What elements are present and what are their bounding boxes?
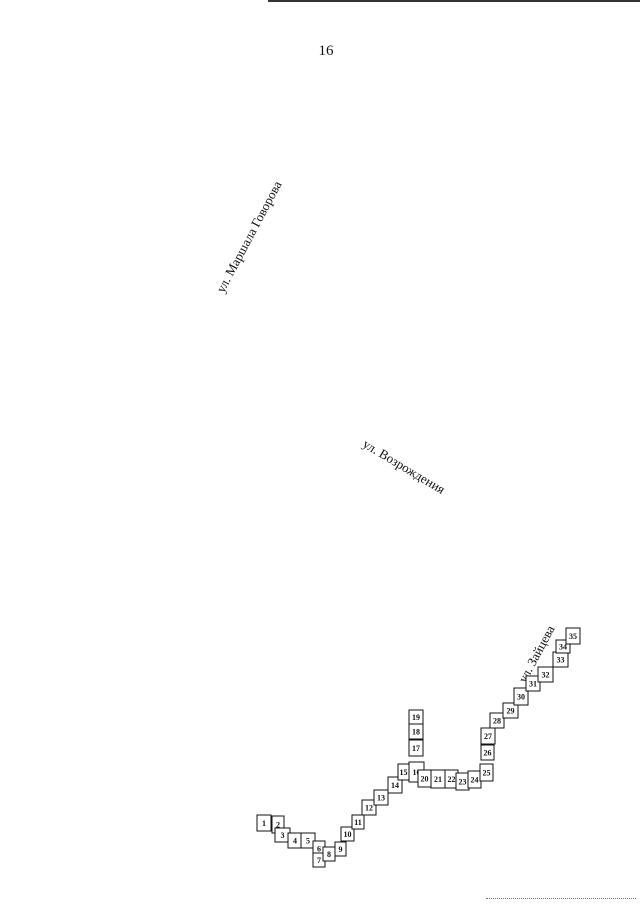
site-box: [361, 799, 377, 816]
site-19: 19: [408, 709, 424, 725]
site-29: 29: [502, 702, 519, 719]
site-box: [480, 727, 496, 745]
site-25: 25: [479, 763, 494, 782]
site-box: [480, 744, 495, 761]
site-number: 1: [262, 819, 266, 828]
scan-noise: [486, 898, 636, 903]
site-23: 23: [455, 772, 470, 791]
site-number: 22: [448, 775, 456, 784]
site-number: 6: [317, 845, 321, 854]
site-number: 4: [293, 837, 297, 846]
site-20: 20: [417, 769, 432, 788]
site-number: 14: [391, 781, 399, 790]
site-number: 16: [413, 768, 421, 777]
site-21: 21: [430, 769, 446, 789]
site-12: 12: [361, 799, 377, 816]
site-number: 8: [327, 850, 331, 859]
site-number: 5: [306, 837, 310, 846]
site-18: 18: [408, 723, 424, 740]
site-number: 18: [412, 728, 420, 737]
scan-edge-line: [268, 0, 640, 2]
site-number: 17: [412, 744, 420, 753]
site-number: 9: [339, 845, 343, 854]
site-17: 17: [408, 739, 424, 757]
site-4: 4: [287, 832, 303, 849]
site-box: [489, 712, 505, 729]
site-box: [256, 814, 272, 832]
site-10: 10: [340, 826, 355, 842]
site-22: 22: [444, 769, 459, 789]
site-31: 31: [525, 675, 541, 692]
site-35: 35: [565, 627, 581, 645]
site-number: 33: [557, 656, 565, 665]
site-number: 28: [493, 717, 501, 726]
site-13: 13: [373, 789, 389, 806]
site-number: 13: [377, 794, 385, 803]
site-1: 1: [256, 814, 272, 832]
site-box: [537, 666, 554, 683]
site-box: [351, 814, 365, 830]
site-box: [525, 675, 541, 692]
site-number: 10: [344, 830, 352, 839]
site-3: 3: [274, 827, 291, 843]
site-number: 20: [421, 775, 429, 784]
site-box: [502, 702, 519, 719]
site-box: [334, 841, 347, 857]
site-number: 29: [507, 707, 515, 716]
site-32: 32: [537, 666, 554, 683]
site-box: [373, 789, 389, 806]
site-14: 14: [387, 776, 403, 794]
site-number: 19: [412, 713, 420, 722]
site-9: 9: [334, 841, 347, 857]
site-number: 7: [317, 856, 321, 865]
site-24: 24: [467, 770, 482, 789]
site-number: 15: [400, 768, 408, 777]
site-number: 34: [559, 643, 567, 652]
site-30: 30: [513, 687, 529, 706]
site-number: 2: [276, 821, 280, 830]
site-number: 12: [365, 804, 373, 813]
site-11: 11: [351, 814, 365, 830]
site-number: 3: [281, 831, 285, 840]
site-number: 30: [517, 693, 525, 702]
site-number: 25: [483, 769, 491, 778]
site-26: 26: [480, 744, 495, 761]
site-33: 33: [552, 651, 569, 668]
site-number: 23: [459, 778, 467, 787]
site-number: 27: [484, 732, 492, 741]
site-box: [340, 826, 355, 842]
site-number: 24: [471, 776, 479, 785]
site-number: 21: [434, 775, 442, 784]
site-box: [408, 709, 424, 725]
site-number: 32: [542, 671, 550, 680]
site-15: 15: [397, 763, 410, 781]
site-box: [565, 627, 581, 645]
site-28: 28: [489, 712, 505, 729]
site-number: 35: [569, 632, 577, 641]
site-box: [387, 776, 403, 794]
page-number: 16: [318, 43, 334, 59]
site-number: 31: [529, 680, 537, 689]
site-number: 26: [484, 749, 492, 758]
site-27: 27: [480, 727, 496, 745]
site-number: 11: [354, 818, 362, 827]
site-8: 8: [322, 846, 336, 862]
site-box: [479, 763, 494, 782]
site-box: [408, 739, 424, 757]
site-box: [513, 687, 529, 706]
